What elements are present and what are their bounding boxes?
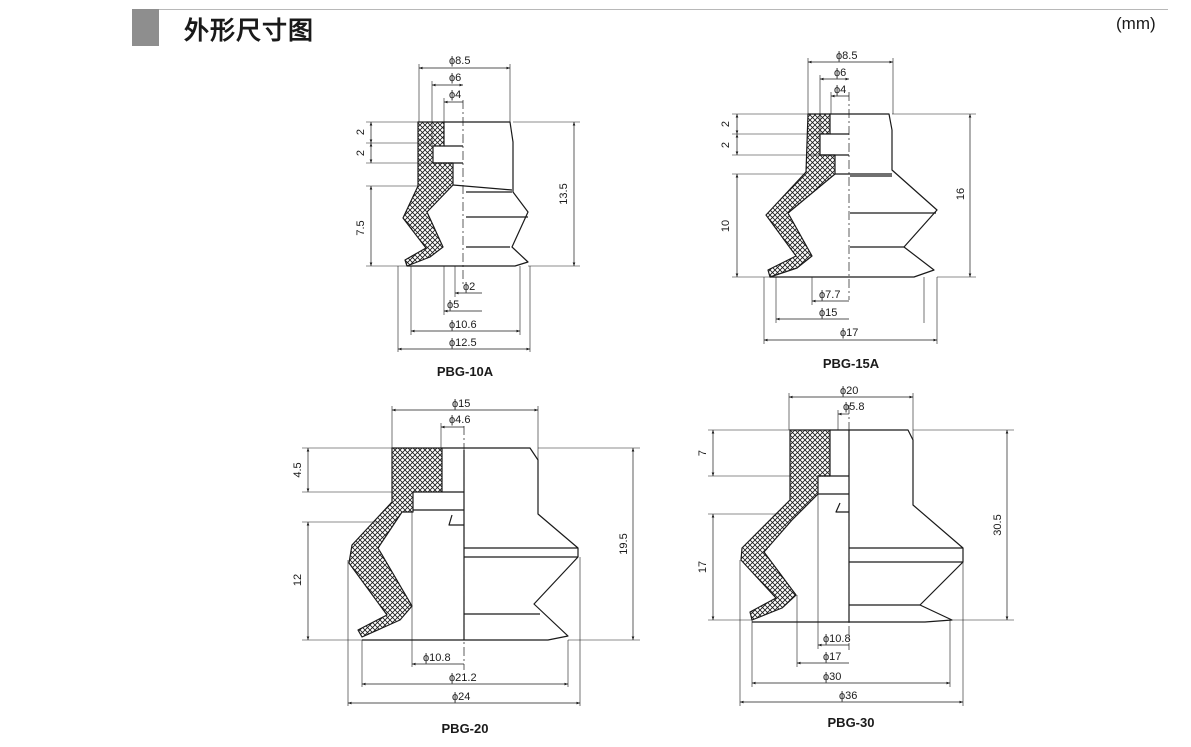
pbg-10a-dim-h2: 2	[355, 150, 367, 156]
part-pbg-20: ϕ15 ϕ4.6 4.5 12 19.5 ϕ10.8 ϕ21.2 ϕ24	[292, 398, 640, 736]
pbg-15a-dim-bottom-1: ϕ7.7	[819, 289, 840, 301]
pbg-30-dim-bottom-3: ϕ30	[823, 671, 841, 683]
pbg-15a-dimensions: ϕ8.5 ϕ6 ϕ4 2 2 10 16 ϕ	[720, 50, 976, 344]
pbg-15a-dim-bottom-3: ϕ17	[840, 327, 858, 339]
pbg-20-dim-h1: 4.5	[292, 462, 304, 477]
pbg-10a-dimensions: ϕ8.5 ϕ6 ϕ4 2 2 7.5 13.5	[355, 55, 580, 352]
pbg-10a-dim-h3: 7.5	[355, 220, 367, 235]
page-title: 外形尺寸图	[184, 17, 315, 45]
pbg-30-dim-h1: 7	[697, 450, 709, 456]
pbg-10a-dim-top-3: ϕ4	[449, 89, 461, 101]
pbg-10a-dim-top-2: ϕ6	[449, 72, 461, 84]
pbg-30-dimensions: ϕ20 ϕ5.8 7 17 30.5 ϕ10.8 ϕ17	[697, 385, 1014, 706]
pbg-30-model-label: PBG-30	[828, 715, 875, 730]
pbg-10a-dim-total: 13.5	[558, 183, 570, 204]
pbg-15a-dim-h1: 2	[720, 121, 732, 127]
part-pbg-30: ϕ20 ϕ5.8 7 17 30.5 ϕ10.8 ϕ17	[697, 385, 1014, 730]
pbg-10a-dim-bottom-1: ϕ2	[463, 281, 475, 293]
pbg-15a-dim-total: 16	[955, 188, 967, 200]
pbg-15a-model-label: PBG-15A	[823, 356, 880, 371]
pbg-20-dim-bottom-1: ϕ10.8	[423, 652, 451, 664]
pbg-20-dim-bottom-2: ϕ21.2	[449, 672, 477, 684]
pbg-30-dim-bottom-1: ϕ10.8	[823, 633, 851, 645]
pbg-30-dim-top-1: ϕ20	[840, 385, 858, 397]
pbg-30-dim-bottom-4: ϕ36	[839, 690, 857, 702]
pbg-30-dim-bottom-2: ϕ17	[823, 651, 841, 663]
pbg-15a-dim-top-3: ϕ4	[834, 84, 846, 96]
pbg-15a-dim-h3: 10	[720, 220, 732, 232]
pbg-20-dim-bottom-3: ϕ24	[452, 691, 470, 703]
pbg-30-dim-h2: 17	[697, 561, 709, 573]
pbg-10a-dim-h1: 2	[355, 129, 367, 135]
pbg-15a-dim-bottom-2: ϕ15	[819, 307, 837, 319]
pbg-30-dim-total: 30.5	[992, 514, 1004, 535]
pbg-20-dim-h2: 12	[292, 574, 304, 586]
unit-label: (mm)	[1116, 14, 1156, 33]
pbg-20-model-label: PBG-20	[442, 721, 489, 736]
pbg-15a-dim-top-2: ϕ6	[834, 67, 846, 79]
part-pbg-15a: ϕ8.5 ϕ6 ϕ4 2 2 10 16 ϕ	[720, 50, 976, 371]
pbg-15a-profile	[765, 92, 938, 300]
header-rule	[132, 9, 1168, 10]
pbg-20-dimensions: ϕ15 ϕ4.6 4.5 12 19.5 ϕ10.8 ϕ21.2 ϕ24	[292, 398, 640, 706]
pbg-10a-dim-bottom-4: ϕ12.5	[449, 337, 477, 349]
pbg-15a-dim-h2: 2	[720, 142, 732, 148]
pbg-20-dim-top-2: ϕ4.6	[449, 414, 470, 426]
pbg-10a-dim-top-1: ϕ8.5	[449, 55, 470, 67]
part-pbg-10a: ϕ8.5 ϕ6 ϕ4 2 2 7.5 13.5	[355, 55, 580, 379]
pbg-20-profile	[348, 426, 579, 670]
pbg-10a-dim-bottom-3: ϕ10.6	[449, 319, 477, 331]
pbg-30-profile	[740, 405, 964, 650]
pbg-20-dim-total: 19.5	[618, 533, 630, 554]
pbg-20-dim-top-1: ϕ15	[452, 398, 470, 410]
pbg-10a-model-label: PBG-10A	[437, 364, 494, 379]
pbg-15a-dim-top-1: ϕ8.5	[836, 50, 857, 62]
section-marker	[132, 9, 159, 46]
pbg-30-dim-top-2: ϕ5.8	[843, 401, 864, 413]
pbg-10a-dim-bottom-2: ϕ5	[447, 299, 459, 311]
pbg-10a-profile	[402, 100, 529, 285]
